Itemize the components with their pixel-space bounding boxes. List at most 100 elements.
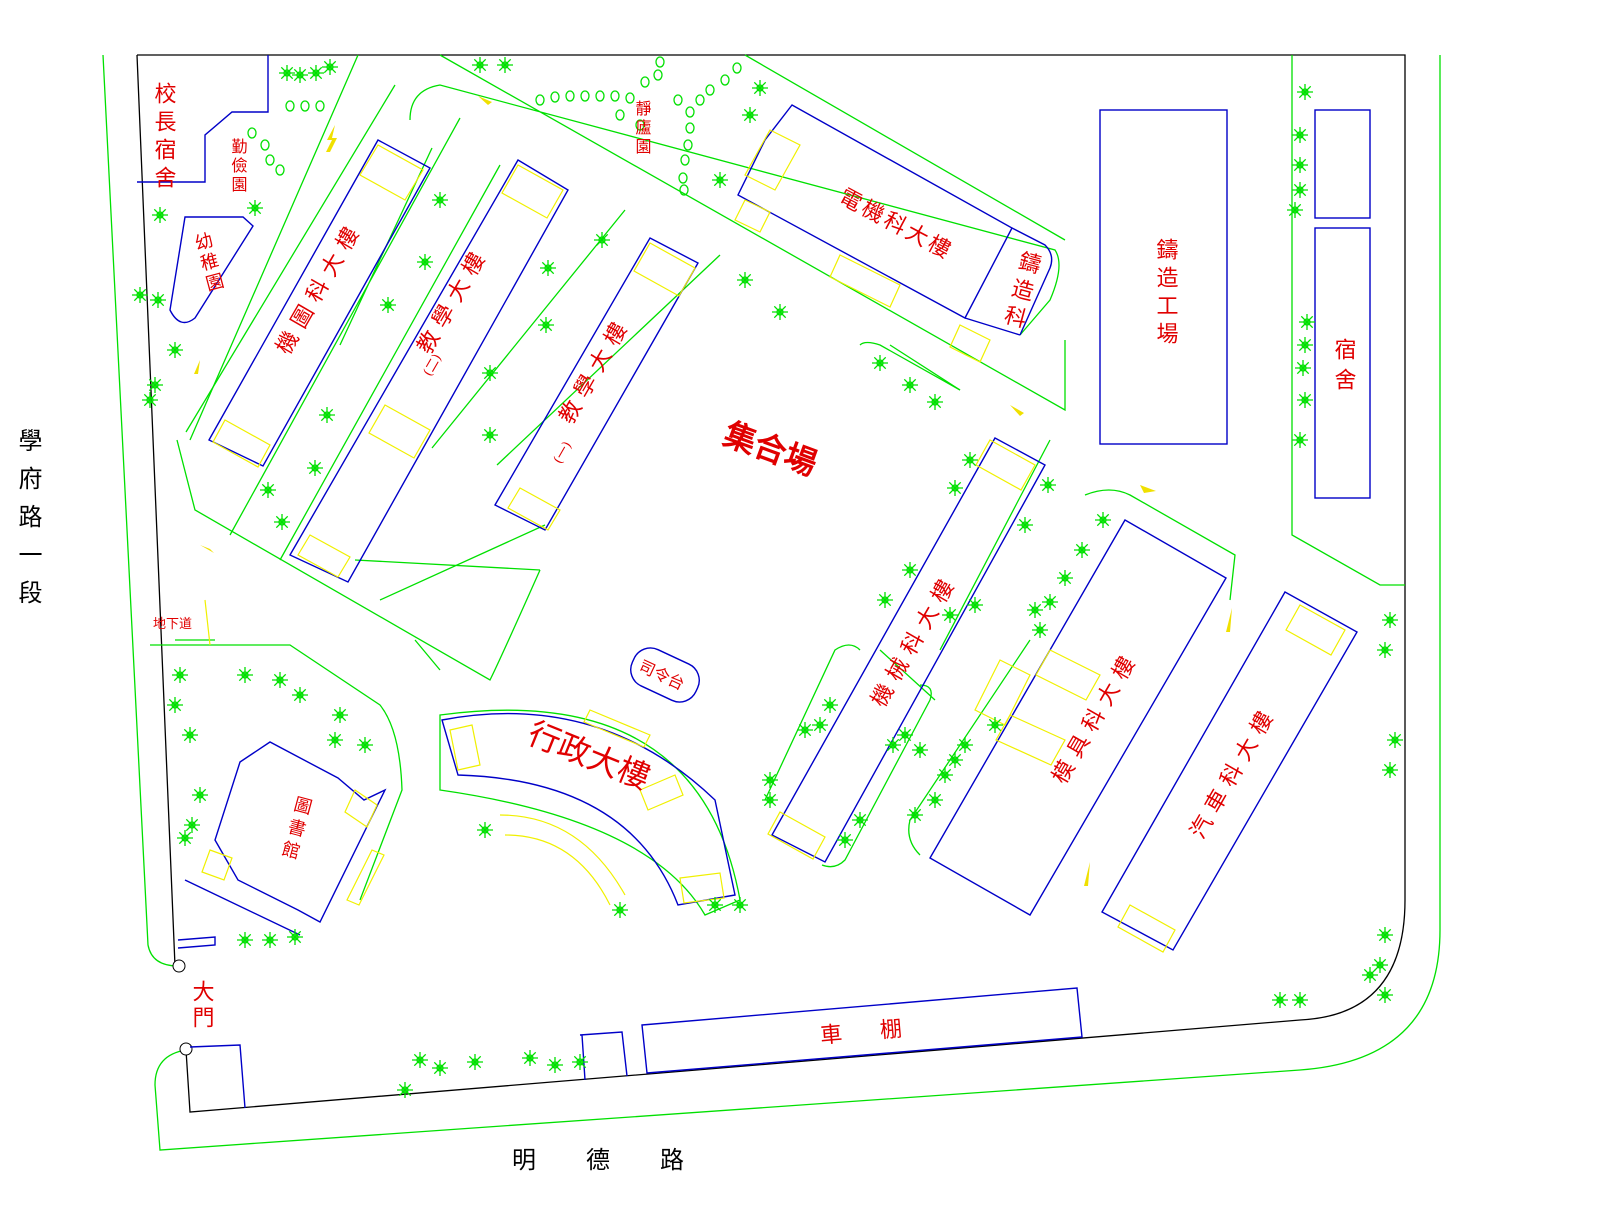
tree-icon <box>482 365 498 381</box>
tree-icon <box>152 207 168 223</box>
shrub-icon <box>260 139 270 151</box>
dormitory-b[interactable] <box>1314 227 1371 499</box>
campus-wall <box>136 54 1406 1113</box>
tree-icon <box>797 722 813 738</box>
tree-icon <box>912 742 928 758</box>
tree-icon <box>1377 642 1393 658</box>
tree-icon <box>307 460 323 476</box>
trees <box>132 57 1403 1098</box>
tree-icon <box>572 1054 588 1070</box>
tree-icon <box>872 355 888 371</box>
tree-icon <box>1287 202 1303 218</box>
drafting-building[interactable] <box>208 139 431 467</box>
road-label-xuefu: 學府路一段 <box>14 428 42 618</box>
shrub-icon <box>635 119 645 131</box>
tree-icon <box>177 830 193 846</box>
tree-icon <box>260 482 276 498</box>
tree-icon <box>927 792 943 808</box>
tree-icon <box>902 562 918 578</box>
tree-icon <box>707 897 723 913</box>
tree-icon <box>957 737 973 753</box>
kindergarten[interactable] <box>169 216 254 324</box>
gate-structure <box>177 879 301 1109</box>
principal-residence[interactable] <box>137 55 269 183</box>
road-label-mingde: 明德路 <box>512 1146 734 1174</box>
shrub-icon <box>732 62 742 74</box>
tree-icon <box>852 812 868 828</box>
tree-icon <box>1292 182 1308 198</box>
tree-icon <box>132 287 148 303</box>
label-assembly-ground: 集合場 <box>718 414 822 483</box>
tree-icon <box>522 1050 538 1066</box>
tree-icon <box>279 65 295 81</box>
library[interactable] <box>214 741 387 923</box>
tree-icon <box>150 292 166 308</box>
shrub-icon <box>640 76 650 88</box>
tree-icon <box>1292 127 1308 143</box>
electrical-building[interactable] <box>737 104 1013 319</box>
automotive-building[interactable] <box>1101 591 1358 951</box>
tree-icon <box>1292 432 1308 448</box>
tree-icon <box>262 932 278 948</box>
shrub-icon <box>625 92 635 104</box>
tree-icon <box>237 932 253 948</box>
shrub-path <box>247 56 742 196</box>
tree-icon <box>192 787 208 803</box>
shrub-icon <box>595 90 605 102</box>
shrub-icon <box>673 94 683 106</box>
tree-icon <box>1377 987 1393 1003</box>
tree-icon <box>142 392 158 408</box>
tree-icon <box>1095 512 1111 528</box>
label-automotive-building: 汽車科大樓 <box>1186 701 1283 843</box>
gate-post-icon <box>179 1042 193 1056</box>
label-drafting-building: 機圖科大樓 <box>272 216 369 358</box>
shrub-icon <box>275 164 285 176</box>
tree-icon <box>1362 967 1378 983</box>
shrub-icon <box>705 84 715 96</box>
tree-icon <box>897 727 913 743</box>
tree-icon <box>182 727 198 743</box>
tree-icon <box>172 667 188 683</box>
shrub-icon <box>610 90 620 102</box>
tree-icon <box>472 57 488 73</box>
foundry[interactable] <box>1099 109 1228 445</box>
tree-icon <box>247 200 263 216</box>
shrub-icon <box>535 94 545 106</box>
tree-icon <box>322 59 338 75</box>
tree-icon <box>1382 762 1398 778</box>
tree-icon <box>752 80 768 96</box>
shrub-icon <box>615 109 625 121</box>
label-teaching-building-2-num: (二) <box>421 352 446 380</box>
label-casting-dept: 鑄造科 <box>997 248 1044 336</box>
tree-icon <box>292 687 308 703</box>
tree-icon <box>272 672 288 688</box>
tree-icon <box>477 822 493 838</box>
label-principal-residence: 校長宿舍 <box>151 82 177 194</box>
shrub-icon <box>265 154 275 166</box>
reviewing-stand[interactable] <box>625 642 705 708</box>
dormitory-a[interactable] <box>1314 109 1371 219</box>
label-underpass: 地下道 <box>153 617 192 632</box>
shrub-icon <box>285 100 295 112</box>
teaching-building-2[interactable] <box>289 159 569 583</box>
tree-icon <box>742 107 758 123</box>
tree-icon <box>497 57 513 73</box>
tree-icon <box>482 427 498 443</box>
casting-dept[interactable] <box>964 227 1053 336</box>
tree-icon <box>1027 602 1043 618</box>
teaching-building-1[interactable] <box>494 237 699 531</box>
tree-icon <box>417 254 433 270</box>
tree-icon <box>237 667 253 683</box>
label-electrical-building: 電機科大樓 <box>835 184 957 265</box>
shrub-icon <box>580 90 590 102</box>
mold-building[interactable] <box>929 519 1227 916</box>
bike-shed[interactable] <box>641 987 1083 1074</box>
tree-icon <box>547 1057 563 1073</box>
mechanical-building[interactable] <box>771 437 1046 863</box>
tree-icon <box>319 407 335 423</box>
tree-icon <box>184 817 200 833</box>
shrub-icon <box>695 94 705 106</box>
tree-icon <box>712 172 728 188</box>
tree-icon <box>1017 517 1033 533</box>
tree-icon <box>737 272 753 288</box>
